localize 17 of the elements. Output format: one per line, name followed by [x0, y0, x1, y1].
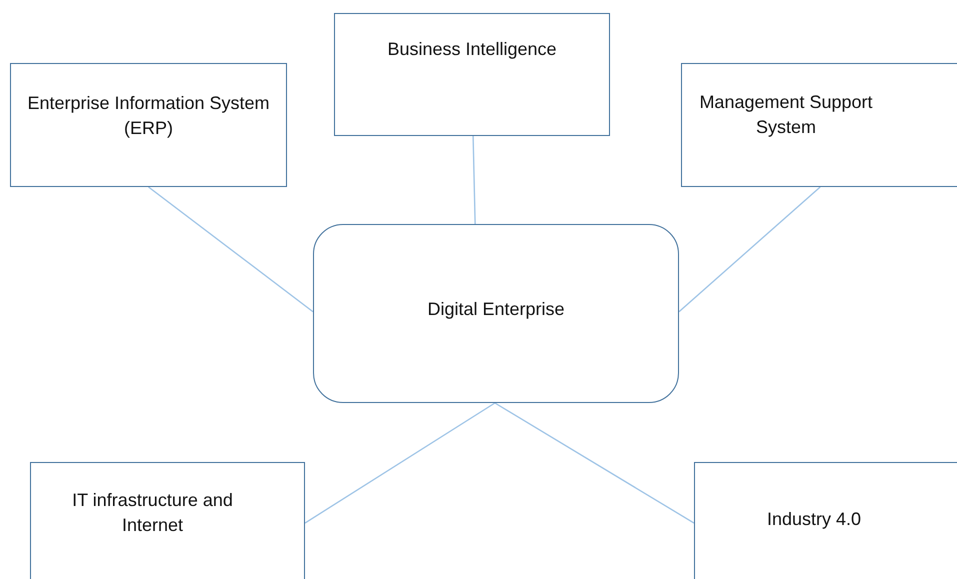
process-box — [334, 13, 610, 136]
connector-line — [472, 136, 476, 224]
node-label: Enterprise Information System (ERP) — [26, 92, 271, 140]
process-box — [30, 462, 305, 579]
connector-line — [148, 186, 314, 312]
connector-line — [678, 186, 821, 312]
node-label: IT infrastructure and Internet — [71, 488, 234, 537]
rounded-box — [313, 224, 679, 403]
process-box — [681, 63, 957, 187]
node-label: Management Support System — [698, 90, 874, 139]
connector-line — [494, 402, 694, 524]
connector-line — [304, 402, 496, 524]
node-label: Business Intelligence — [387, 38, 557, 61]
node-label: Digital Enterprise — [427, 298, 565, 321]
process-box — [694, 462, 957, 579]
node-label: Industry 4.0 — [766, 508, 862, 532]
process-box — [10, 63, 287, 187]
